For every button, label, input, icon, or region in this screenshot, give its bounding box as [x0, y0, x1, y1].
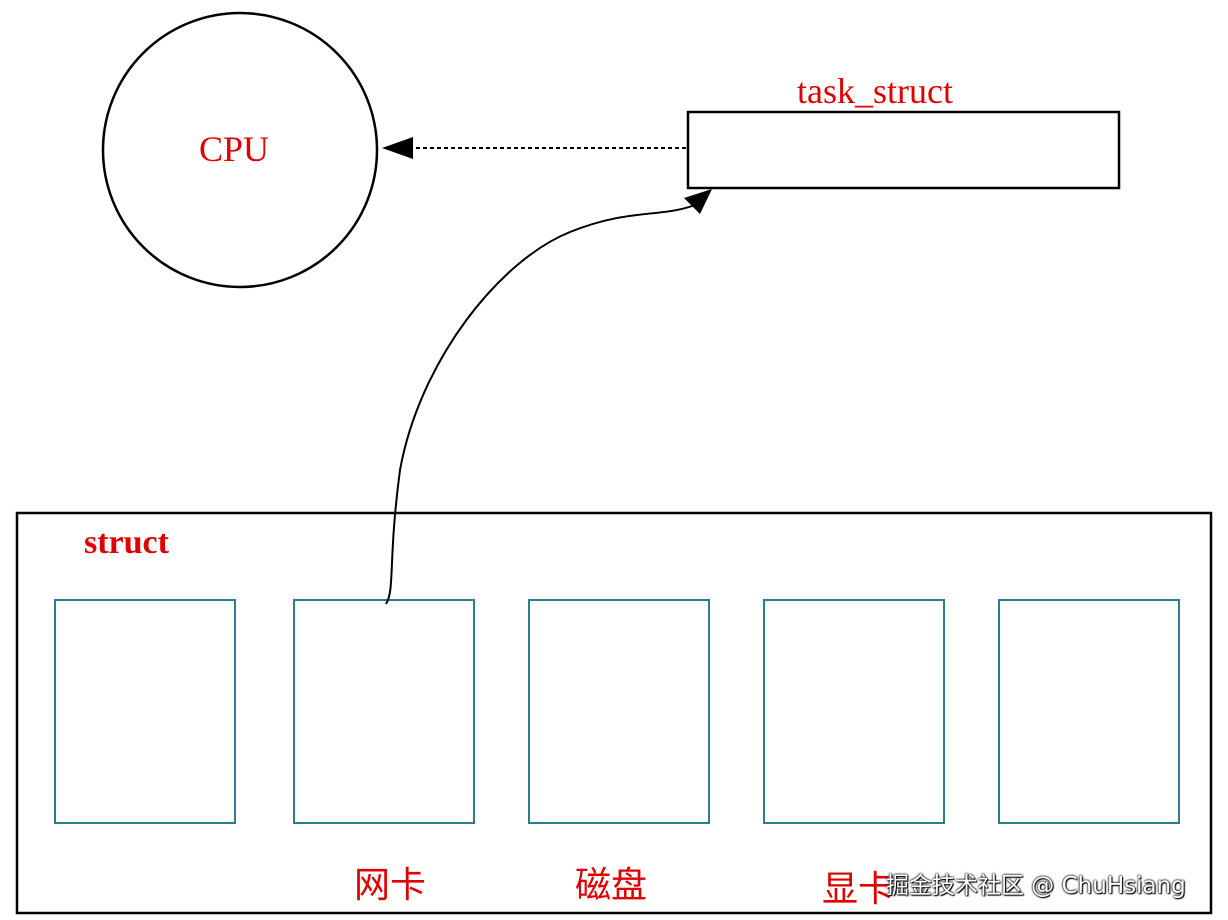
watermark: 掘金技术社区 @ ChuHsiang: [886, 873, 1186, 899]
cpu-circle: [101, 11, 379, 289]
device-box-4: [763, 599, 945, 824]
device-label-gpu: 显卡: [822, 869, 895, 909]
device-to-task-curve: [385, 204, 696, 605]
struct-container: [15, 511, 1213, 915]
device-to-task-arrowhead: [684, 189, 712, 214]
task-to-cpu-arrowhead: [382, 137, 413, 159]
device-box-5: [998, 599, 1180, 824]
struct-label: struct: [84, 524, 169, 561]
device-label-disk: 磁盘: [575, 865, 648, 905]
device-box-2: [293, 599, 475, 824]
task-struct-label: task_struct: [797, 71, 953, 111]
cpu-label: CPU: [199, 129, 270, 169]
device-label-nic: 网卡: [354, 865, 427, 905]
device-box-1: [54, 599, 236, 824]
task-struct-box: [686, 110, 1121, 190]
device-box-3: [528, 599, 710, 824]
